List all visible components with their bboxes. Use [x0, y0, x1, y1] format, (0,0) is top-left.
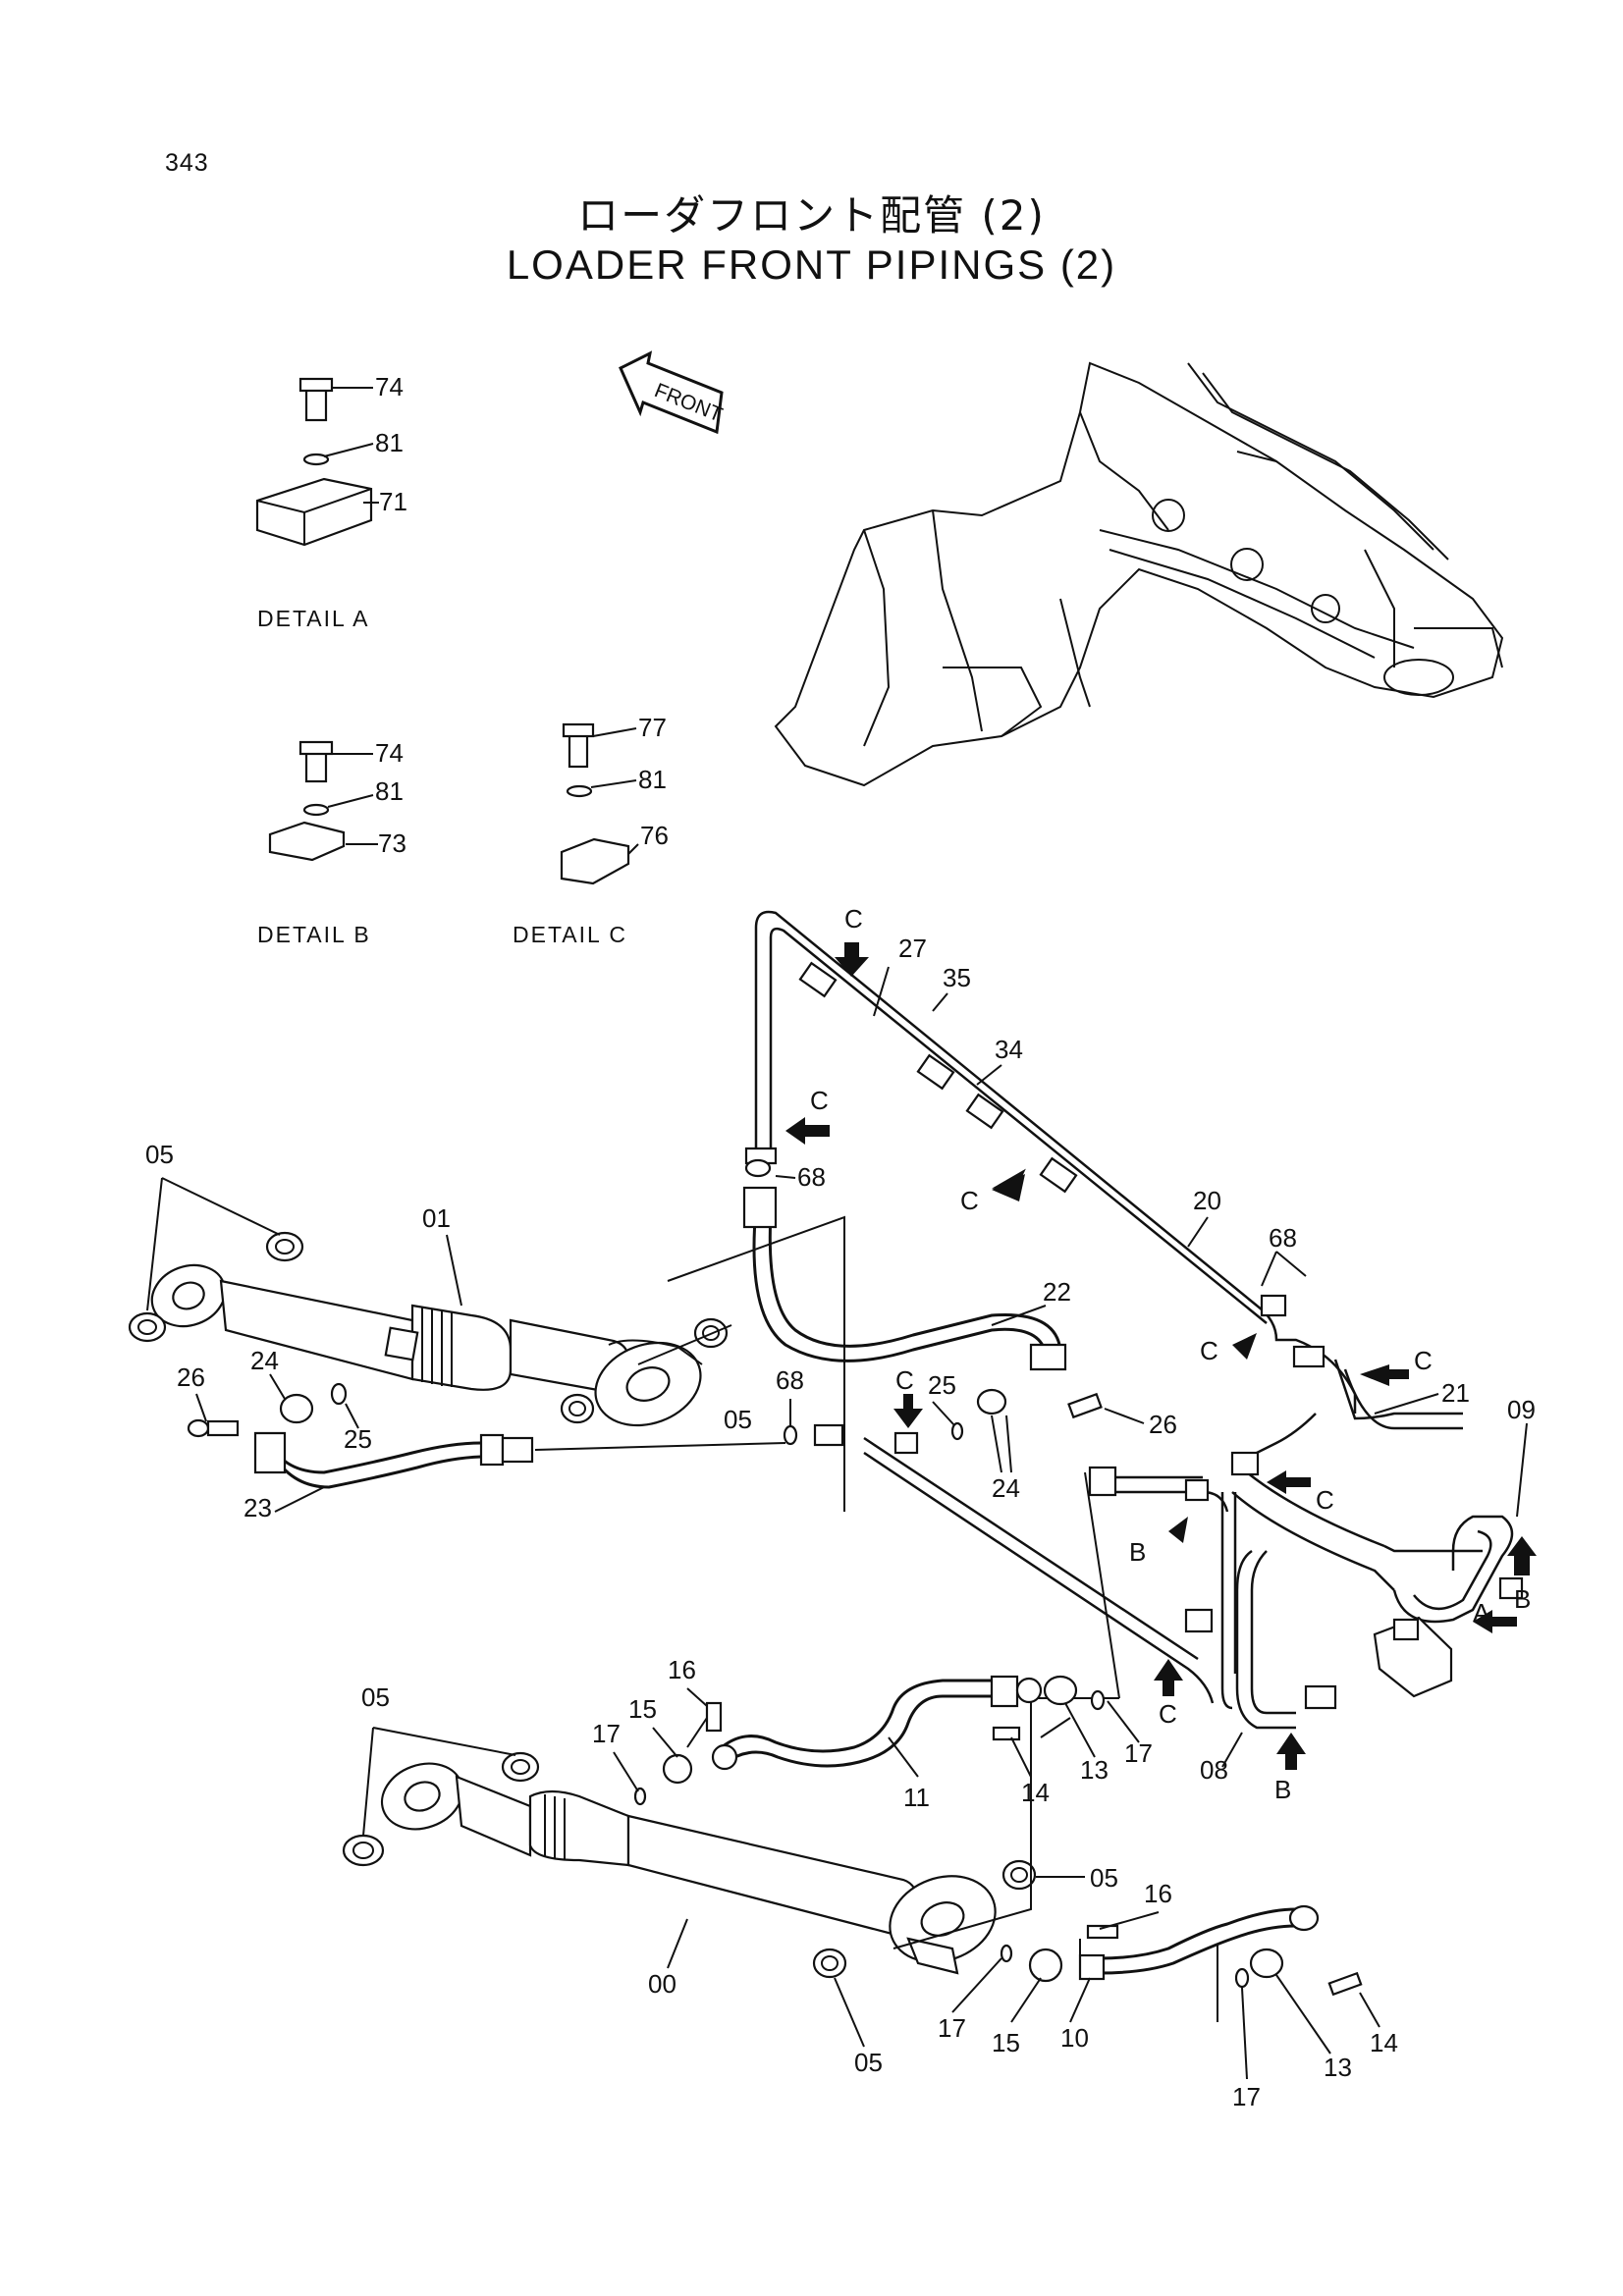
clamp-71 — [255, 477, 373, 547]
steel-pipe-assembly — [744, 910, 1524, 1730]
callout-26-2: 26 — [1149, 1410, 1177, 1439]
detail-b-label-74: 74 — [375, 738, 404, 768]
callout-05-4: 05 — [1090, 1863, 1118, 1893]
callout-c-2: C — [810, 1086, 829, 1115]
callout-14-1: 14 — [1021, 1778, 1050, 1807]
callout-00: 00 — [648, 1969, 676, 1999]
callout-17-4: 17 — [1232, 2082, 1261, 2111]
callout-b-2: B — [1514, 1584, 1531, 1614]
page-number: 343 — [165, 149, 209, 177]
detail-c-label-81: 81 — [638, 765, 667, 794]
clamp-76 — [560, 837, 630, 885]
callout-05-3: 05 — [361, 1682, 390, 1712]
bolt-head-77 — [562, 722, 595, 738]
callout-b-3: B — [1274, 1775, 1291, 1804]
callout-c-5: C — [1414, 1346, 1433, 1375]
boom-cylinder-01 — [128, 1177, 845, 1512]
callout-23: 23 — [243, 1493, 272, 1522]
hose-assembly-11 — [633, 1675, 1106, 1806]
callout-17-3: 17 — [938, 2013, 966, 2043]
callout-14-2: 14 — [1370, 2028, 1398, 2057]
callout-c-6: C — [895, 1365, 914, 1395]
callout-a: A — [1473, 1598, 1490, 1628]
front-direction-arrow: FRONT — [619, 350, 726, 435]
callout-c-4: C — [1200, 1336, 1218, 1365]
detail-a: 74 81 71 DETAIL A — [255, 372, 407, 631]
callout-arrows — [785, 942, 1537, 1770]
callout-08: 08 — [1200, 1755, 1228, 1785]
callout-68-2: 68 — [1269, 1223, 1297, 1253]
callout-c-8: C — [1159, 1699, 1177, 1729]
hose-assembly-22 — [742, 1158, 1067, 1371]
callout-05-1: 05 — [145, 1140, 174, 1169]
callout-27: 27 — [898, 934, 927, 963]
detail-c-title: DETAIL C — [513, 922, 627, 947]
callout-13-2: 13 — [1324, 2053, 1352, 2082]
detail-c: 77 81 76 DETAIL C — [513, 713, 669, 947]
hose-assembly-23 — [187, 1382, 1103, 1489]
detail-a-label-74: 74 — [375, 372, 404, 401]
hose-fitting — [742, 1186, 778, 1229]
callout-05-2: 05 — [724, 1405, 752, 1434]
detail-b-title: DETAIL B — [257, 922, 371, 947]
detail-a-label-71: 71 — [379, 487, 407, 516]
title-japanese: ローダフロント配管 (2) — [577, 191, 1046, 240]
callout-17-1: 17 — [592, 1719, 621, 1748]
callout-68-3: 68 — [776, 1365, 804, 1395]
callout-68-1: 68 — [797, 1162, 826, 1192]
boom-cylinder-00 — [342, 1471, 1120, 1979]
callout-20: 20 — [1193, 1186, 1221, 1215]
detail-b: 74 81 73 DETAIL B — [257, 738, 406, 947]
callout-17-2: 17 — [1124, 1738, 1153, 1768]
washer-81-a — [302, 453, 330, 466]
washer-81-b — [302, 803, 330, 817]
loader-overview-illustration — [774, 361, 1504, 787]
detail-b-label-81: 81 — [375, 776, 404, 806]
hose-assembly-10 — [1000, 1904, 1363, 2022]
callout-c-3: C — [960, 1186, 979, 1215]
callout-16-2: 16 — [1144, 1879, 1172, 1908]
callout-11: 11 — [903, 1783, 930, 1812]
callout-01: 01 — [422, 1203, 451, 1233]
leader-lines — [195, 966, 1528, 2080]
callout-22: 22 — [1043, 1277, 1071, 1307]
callout-21: 21 — [1441, 1378, 1470, 1408]
callout-26-1: 26 — [177, 1362, 205, 1392]
callout-c-1: C — [844, 904, 863, 934]
callout-b-1: B — [1129, 1537, 1146, 1567]
bolt-head-74-b — [298, 740, 334, 756]
washer-81-c — [566, 784, 593, 798]
detail-b-label-73: 73 — [378, 828, 406, 858]
callout-16-1: 16 — [668, 1655, 696, 1684]
callout-15-2: 15 — [992, 2028, 1020, 2057]
callout-25-1: 25 — [344, 1424, 372, 1454]
detail-a-label-81: 81 — [375, 428, 404, 457]
callout-13-1: 13 — [1080, 1755, 1109, 1785]
detail-a-title: DETAIL A — [257, 606, 369, 631]
detail-c-label-77: 77 — [638, 713, 667, 742]
callout-35: 35 — [943, 963, 971, 992]
callout-34: 34 — [995, 1035, 1023, 1064]
callout-25-2: 25 — [928, 1370, 956, 1400]
detail-c-label-76: 76 — [640, 821, 669, 850]
callout-05-5: 05 — [854, 2048, 883, 2077]
callout-c-7: C — [1316, 1485, 1334, 1515]
callout-15-1: 15 — [628, 1694, 657, 1724]
callout-24-2: 24 — [992, 1473, 1020, 1503]
callout-24-1: 24 — [250, 1346, 279, 1375]
bolt-head-74-a — [298, 377, 334, 393]
title-english: LOADER FRONT PIPINGS (2) — [506, 241, 1117, 288]
callout-10: 10 — [1060, 2023, 1089, 2053]
clamp-73 — [268, 821, 346, 862]
callout-09: 09 — [1507, 1395, 1536, 1424]
callout-labels: C 27 35 34 C 68 C 20 68 C C 21 09 22 05 … — [145, 904, 1536, 2111]
